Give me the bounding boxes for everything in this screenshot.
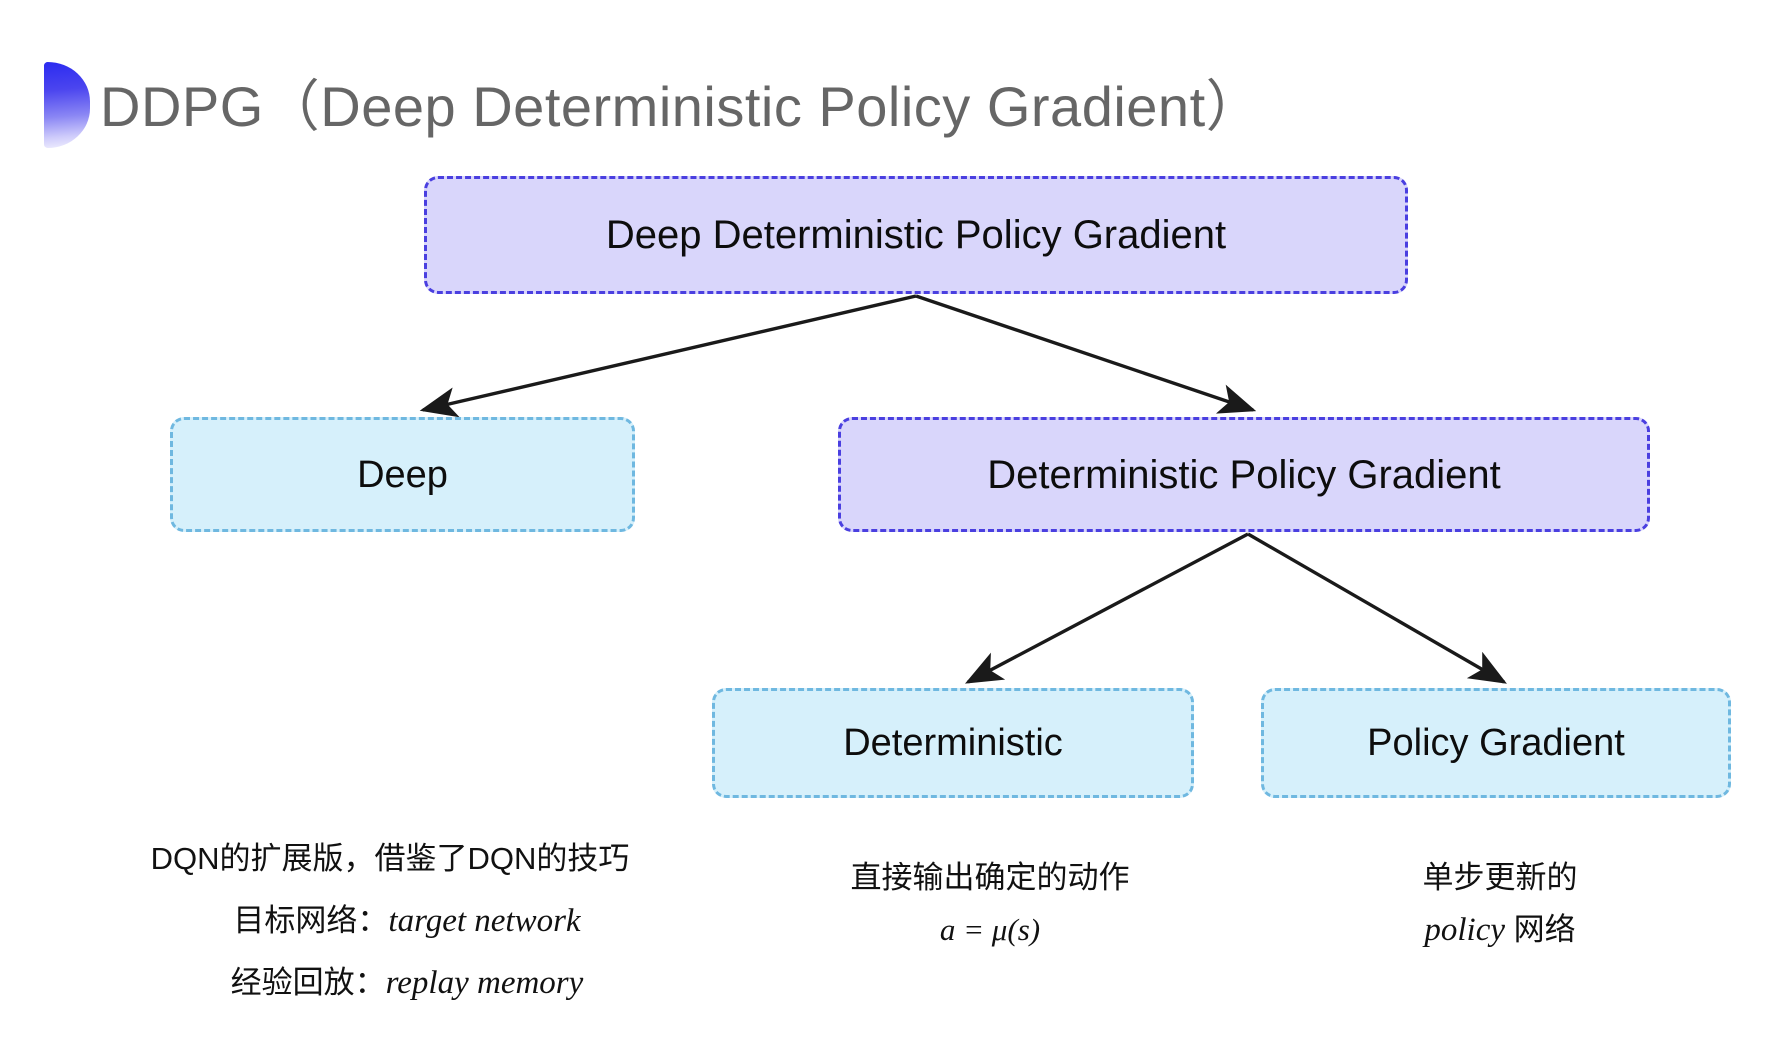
caption-policy-gradient-suffix: 网络: [1505, 912, 1576, 947]
caption-deep: DQN的扩展版，借鉴了DQN的技巧 目标网络：target network 经验…: [120, 828, 660, 1014]
node-label: Deterministic Policy Gradient: [987, 452, 1501, 497]
arrow-dpg-to-deterministic: [964, 532, 1249, 684]
caption-deterministic-formula: a = μ(s): [939, 912, 1041, 947]
caption-policy-gradient-line1: 单步更新的: [1422, 860, 1578, 895]
node-label: Policy Gradient: [1367, 722, 1625, 764]
node-deep-deterministic-policy-gradient[interactable]: Deep Deterministic Policy Gradient: [424, 176, 1408, 294]
caption-deep-line3-label: 经验回放：: [230, 965, 386, 1000]
caption-deterministic-line1: 直接输出确定的动作: [850, 860, 1130, 895]
caption-deep-line2-term: target network: [388, 903, 581, 939]
arrow-root-to-dpg: [915, 294, 1257, 414]
caption-deep-line3-term: replay memory: [385, 965, 584, 1001]
caption-policy-gradient: 单步更新的 policy 网络: [1320, 852, 1680, 956]
caption-deep-line3: 经验回放：replay memory: [120, 952, 660, 1014]
caption-policy-gradient-term: policy: [1424, 912, 1505, 948]
caption-deep-line1: DQN的扩展版，借鉴了DQN的技巧: [150, 841, 630, 876]
node-policy-gradient[interactable]: Policy Gradient: [1261, 688, 1731, 798]
caption-deep-line2: 目标网络：target network: [120, 890, 660, 952]
arrow-dpg-to-policy-gradient: [1247, 532, 1507, 684]
caption-deterministic: 直接输出确定的动作 a = μ(s): [770, 852, 1210, 956]
node-deep[interactable]: Deep: [170, 417, 635, 532]
title-bullet-leaf-icon: [44, 62, 90, 148]
node-label: Deep: [357, 453, 448, 496]
arrow-root-to-deep: [419, 294, 917, 418]
node-label: Deep Deterministic Policy Gradient: [605, 213, 1227, 257]
node-label: Deterministic: [843, 722, 1063, 764]
node-deterministic[interactable]: Deterministic: [712, 688, 1194, 798]
caption-deep-line2-label: 目标网络：: [233, 903, 389, 938]
page-title: DDPG（Deep Deterministic Policy Gradient）: [100, 75, 1263, 138]
node-deterministic-policy-gradient[interactable]: Deterministic Policy Gradient: [838, 417, 1650, 532]
caption-policy-gradient-line2: policy 网络: [1320, 904, 1680, 956]
